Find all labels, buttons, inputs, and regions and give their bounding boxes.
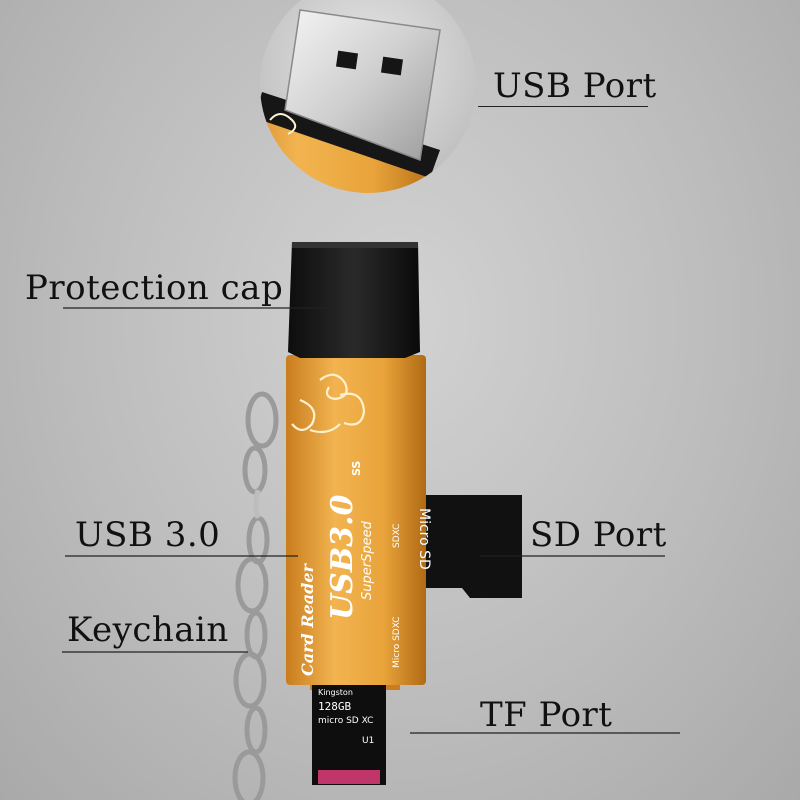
tf-card (312, 685, 386, 785)
sd-card (420, 495, 522, 598)
label-usb-port: USB Port (493, 66, 657, 106)
label-tf-port: TF Port (480, 695, 613, 735)
label-keychain: Keychain (67, 610, 229, 650)
ss-logo-text: SS (350, 460, 363, 476)
sub-text: SuperSpeed (360, 521, 375, 600)
leader-lines (62, 307, 680, 734)
card-reader (286, 355, 426, 690)
protection-cap (288, 242, 420, 358)
micro-sdxc-text: Micro SDXC (392, 616, 402, 668)
tf-capacity: 128GB (318, 700, 352, 713)
label-protection-cap: Protection cap (25, 268, 284, 308)
product-text: Card Reader (298, 564, 317, 676)
brand-text: USB3.0 (325, 494, 360, 620)
sd-card-text: Micro SD (416, 508, 432, 570)
tf-type: micro SD XC (318, 716, 374, 726)
tf-brand: Kingston (318, 688, 353, 697)
underline-usb-port (478, 106, 648, 107)
tf-class: U1 (362, 736, 375, 746)
sdxc-text: SDXC (392, 523, 402, 548)
label-usb30: USB 3.0 (75, 515, 221, 555)
label-sd-port: SD Port (530, 515, 667, 555)
keychain (232, 391, 279, 800)
usb-port-zoom (260, 0, 476, 193)
